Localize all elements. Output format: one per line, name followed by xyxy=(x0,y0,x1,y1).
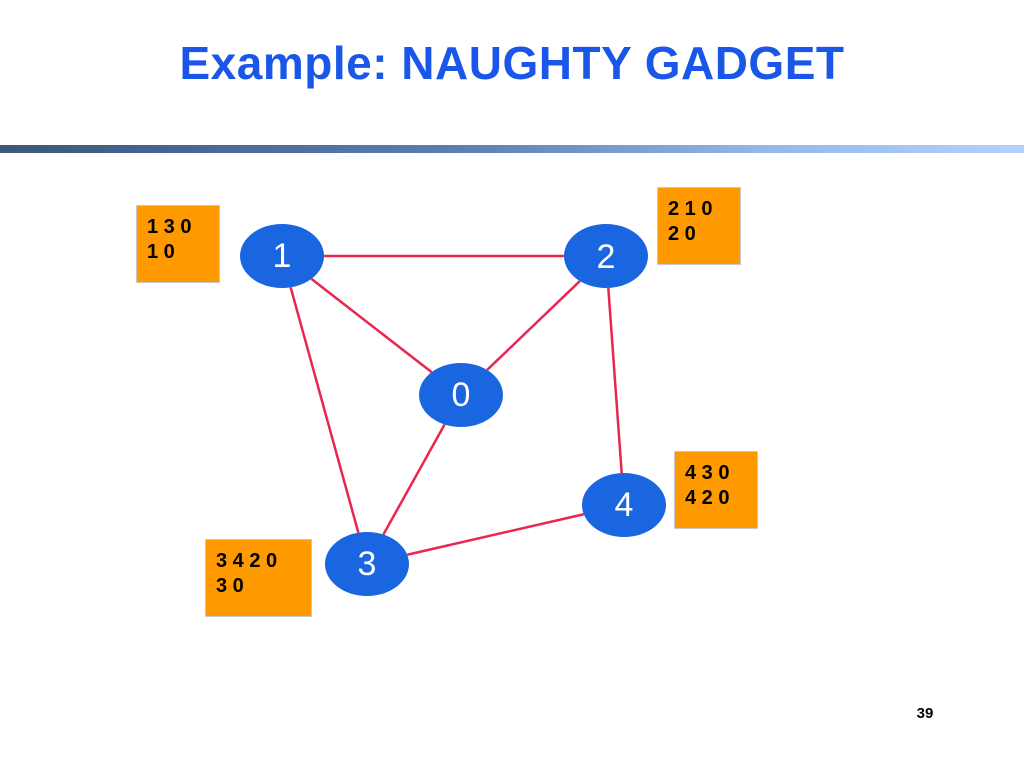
slide-title: Example: NAUGHTY GADGET xyxy=(179,37,845,89)
node-1-box-line1: 1 3 0 xyxy=(147,216,192,238)
node-4: 4 xyxy=(582,473,666,537)
node-4-label: 4 xyxy=(615,486,634,524)
title-divider xyxy=(0,145,1024,153)
edge-0-3 xyxy=(382,423,446,536)
node-1-box: 1 3 0 1 0 xyxy=(136,205,220,283)
edge-1-3 xyxy=(289,286,360,534)
page-number: 39 xyxy=(916,705,934,722)
node-2: 2 xyxy=(564,224,648,288)
node-3-box-line2: 3 0 xyxy=(216,575,244,597)
node-2-box-line2: 2 0 xyxy=(668,223,696,245)
edge-2-4 xyxy=(607,287,623,474)
node-1-box-line2: 1 0 xyxy=(147,241,175,263)
node-1: 1 xyxy=(240,224,324,288)
node-0: 0 xyxy=(419,363,503,427)
node-2-box-line1: 2 1 0 xyxy=(668,198,713,220)
node-1-label: 1 xyxy=(273,237,292,275)
node-0-label: 0 xyxy=(452,376,471,414)
node-4-box: 4 3 0 4 2 0 xyxy=(674,451,758,529)
node-3-box: 3 4 2 0 3 0 xyxy=(205,539,312,617)
node-3: 3 xyxy=(325,532,409,596)
node-3-box-line1: 3 4 2 0 xyxy=(216,550,278,572)
edge-2-0 xyxy=(486,280,581,371)
node-4-box-line2: 4 2 0 xyxy=(685,487,730,509)
node-2-label: 2 xyxy=(597,238,616,276)
node-4-box-line1: 4 3 0 xyxy=(685,462,730,484)
node-3-label: 3 xyxy=(358,545,377,583)
edge-3-4 xyxy=(406,513,585,556)
graph-edges xyxy=(289,254,623,556)
edge-1-0 xyxy=(310,277,433,374)
node-2-box: 2 1 0 2 0 xyxy=(657,187,741,265)
